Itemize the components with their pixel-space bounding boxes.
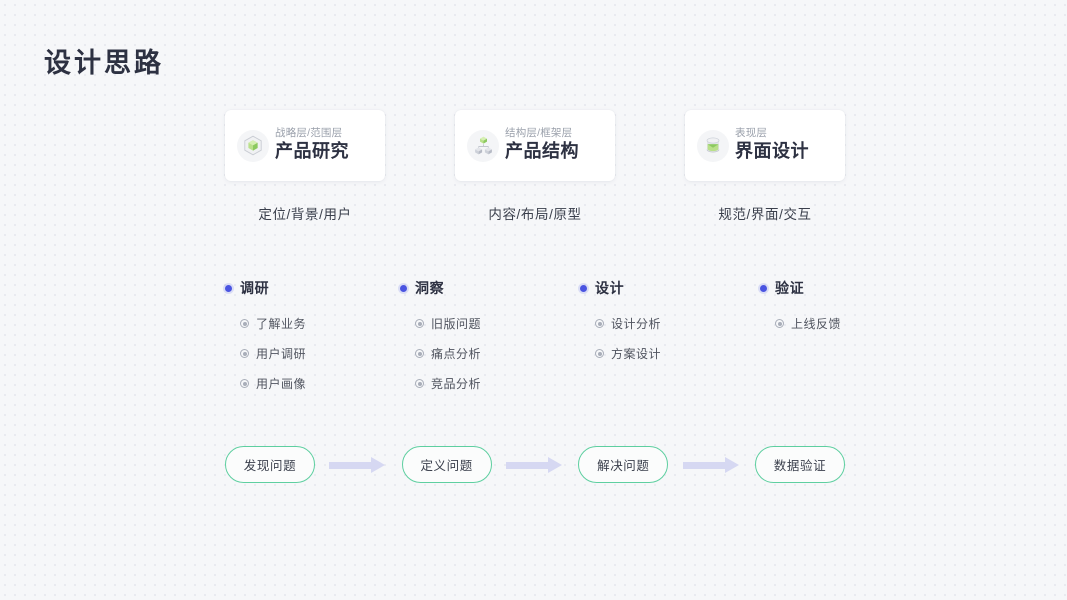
arrow-right-icon [682, 456, 741, 473]
ring-dot-icon [415, 379, 424, 388]
arrow-right-icon [329, 456, 387, 473]
list-item-label: 方案设计 [611, 347, 662, 361]
phase-header: 设计 [580, 278, 760, 298]
layer-card-caption: 规范/界面/交互 [718, 207, 812, 222]
ring-dot-icon [240, 349, 249, 358]
layer-card-product-research[interactable]: 战略层/范围层 产品研究 [225, 110, 385, 181]
layer-card-block: 战略层/范围层 产品研究 定位/背景/用户 [225, 110, 385, 223]
phase-title: 洞察 [415, 280, 445, 296]
ring-dot-icon [595, 319, 604, 328]
cylinder-icon [697, 129, 729, 162]
phase-title: 验证 [775, 280, 805, 296]
phase-item-list: 了解业务 用户调研 用户画像 [225, 315, 405, 392]
flow-step-solve[interactable]: 解决问题 [578, 446, 669, 483]
layer-card-texts: 战略层/范围层 产品研究 [275, 126, 349, 165]
layer-card-subtitle: 表现层 [735, 127, 768, 140]
ring-dot-icon [240, 319, 249, 328]
layer-card-caption: 内容/布局/原型 [488, 207, 582, 222]
list-item[interactable]: 了解业务 [240, 315, 405, 332]
list-item[interactable]: 旧版问题 [415, 315, 580, 332]
cube-hierarchy-icon [467, 129, 499, 162]
ring-dot-icon [415, 319, 424, 328]
layer-card-title: 产品结构 [505, 141, 579, 162]
phase-header: 洞察 [400, 278, 580, 298]
ring-dot-icon [240, 379, 249, 388]
layer-card-texts: 表现层 界面设计 [735, 126, 809, 165]
phase-title: 设计 [595, 280, 625, 296]
page-title: 设计思路 [44, 48, 164, 78]
list-item-label: 用户画像 [256, 377, 307, 391]
layer-card-title: 界面设计 [735, 141, 809, 162]
phase-item-list: 设计分析 方案设计 [580, 315, 760, 362]
ring-dot-icon [415, 349, 424, 358]
layer-cards-row: 战略层/范围层 产品研究 定位/背景/用户 [225, 110, 845, 223]
cube-icon [237, 129, 269, 162]
list-item[interactable]: 上线反馈 [775, 315, 940, 332]
layer-card-block: 表现层 界面设计 规范/界面/交互 [685, 110, 845, 223]
list-item[interactable]: 用户调研 [240, 345, 405, 362]
phase-column-insight: 洞察 旧版问题 痛点分析 竞品分析 [400, 278, 580, 405]
phase-item-list: 旧版问题 痛点分析 竞品分析 [400, 315, 580, 392]
list-item-label: 了解业务 [256, 317, 307, 331]
flow-step-define[interactable]: 定义问题 [401, 446, 492, 483]
layer-card-title: 产品研究 [275, 141, 349, 162]
phase-column-design: 设计 设计分析 方案设计 [580, 278, 760, 405]
phase-header: 调研 [225, 278, 405, 298]
phase-columns: 调研 了解业务 用户调研 用户画像 洞察 [225, 278, 845, 405]
bullet-dot-icon [225, 284, 232, 292]
list-item-label: 痛点分析 [431, 347, 482, 361]
flow-step-validate[interactable]: 数据验证 [754, 446, 845, 483]
flow-step-discover[interactable]: 发现问题 [225, 446, 315, 483]
phase-column-validation: 验证 上线反馈 [760, 278, 940, 405]
layer-card-subtitle: 战略层/范围层 [275, 127, 343, 140]
layer-card-subtitle: 结构层/框架层 [505, 127, 573, 140]
bullet-dot-icon [580, 284, 587, 292]
layer-card-block: 结构层/框架层 产品结构 内容/布局/原型 [455, 110, 615, 223]
phase-header: 验证 [760, 278, 940, 298]
layer-card-product-structure[interactable]: 结构层/框架层 产品结构 [455, 110, 615, 181]
layer-card-texts: 结构层/框架层 产品结构 [505, 126, 579, 165]
arrow-right-icon [505, 456, 564, 473]
list-item[interactable]: 竞品分析 [415, 375, 580, 392]
bullet-dot-icon [400, 284, 407, 292]
list-item[interactable]: 用户画像 [240, 375, 405, 392]
list-item[interactable]: 痛点分析 [415, 345, 580, 362]
ring-dot-icon [595, 349, 604, 358]
bullet-dot-icon [760, 284, 767, 292]
list-item-label: 用户调研 [256, 347, 307, 361]
phase-column-research: 调研 了解业务 用户调研 用户画像 [225, 278, 405, 405]
layer-card-caption: 定位/背景/用户 [258, 207, 352, 222]
list-item-label: 旧版问题 [431, 317, 482, 331]
process-flow: 发现问题 定义问题 解决问题 数据验证 [225, 446, 845, 483]
list-item[interactable]: 设计分析 [595, 315, 760, 332]
list-item-label: 设计分析 [611, 317, 662, 331]
phase-title: 调研 [240, 280, 270, 296]
list-item-label: 竞品分析 [431, 377, 482, 391]
ring-dot-icon [775, 319, 784, 328]
list-item[interactable]: 方案设计 [595, 345, 760, 362]
phase-item-list: 上线反馈 [760, 315, 940, 332]
list-item-label: 上线反馈 [791, 317, 842, 331]
layer-card-interface-design[interactable]: 表现层 界面设计 [685, 110, 845, 181]
